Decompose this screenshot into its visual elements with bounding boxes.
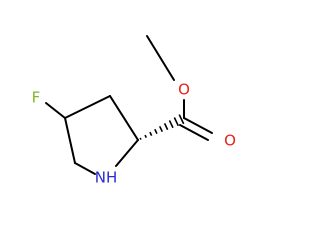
wedge-hash-line: [163, 123, 169, 131]
hashed-wedge-bond: [139, 114, 185, 140]
structure-svg: F O O NH: [32, 35, 236, 187]
atom-label-nitrogen: NH: [95, 169, 118, 187]
wedge-hash-line: [178, 114, 185, 125]
wedge-hash-line: [158, 125, 164, 133]
bonds: [45, 35, 213, 175]
molecule-diagram: F O O NH: [32, 35, 236, 187]
bond-c4-c3: [64, 95, 111, 119]
wedge-hash-line: [139, 137, 142, 140]
wedge-hash-line: [173, 117, 180, 127]
bond-c-o-double-1: [183, 117, 213, 134]
bond-c5-c4: [64, 117, 76, 164]
bond-f-c4: [45, 102, 66, 119]
bond-c3-c2: [109, 95, 139, 141]
atom-labels: F O O NH: [32, 81, 236, 187]
bond-n-c5: [74, 162, 96, 175]
atom-label-fluorine: F: [32, 89, 41, 107]
atom-label-ester-oxygen: O: [178, 81, 190, 99]
bond-c-o-double-2: [179, 124, 209, 141]
bond-c2-n: [115, 139, 139, 167]
bond-o-methyl: [146, 35, 175, 81]
wedge-hash-line: [154, 128, 158, 135]
atom-label-carbonyl-oxygen: O: [224, 132, 236, 150]
wedge-hash-line: [144, 134, 147, 138]
wedge-hash-line: [168, 120, 174, 129]
wedge-hash-line: [149, 131, 153, 136]
